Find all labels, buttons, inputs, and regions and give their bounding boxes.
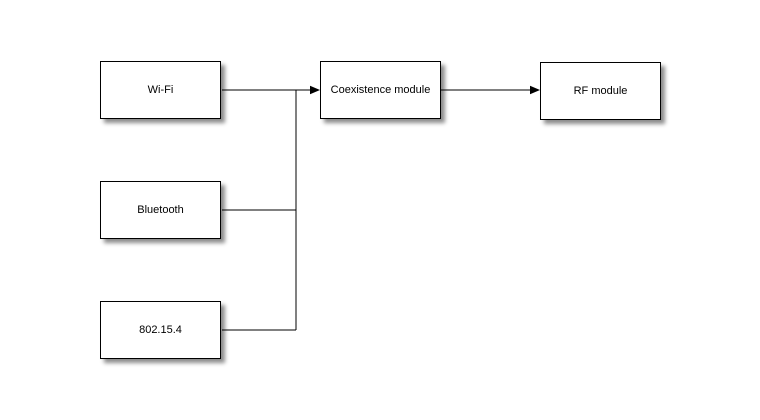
node-bluetooth: Bluetooth: [100, 181, 221, 239]
node-802154: 802.15.4: [100, 301, 221, 359]
node-coexistence-module: Coexistence module: [320, 61, 441, 119]
node-802154-label: 802.15.4: [139, 324, 182, 336]
node-bluetooth-label: Bluetooth: [137, 204, 184, 216]
node-wifi-label: Wi-Fi: [147, 84, 174, 96]
node-rf-module-label: RF module: [573, 85, 628, 97]
node-rf-module: RF module: [540, 62, 661, 120]
arrowhead-into-rf: [530, 85, 540, 95]
node-coexistence-module-label: Coexistence module: [330, 84, 431, 96]
node-wifi: Wi-Fi: [100, 61, 221, 119]
arrowhead-into-coexistence: [310, 85, 320, 95]
